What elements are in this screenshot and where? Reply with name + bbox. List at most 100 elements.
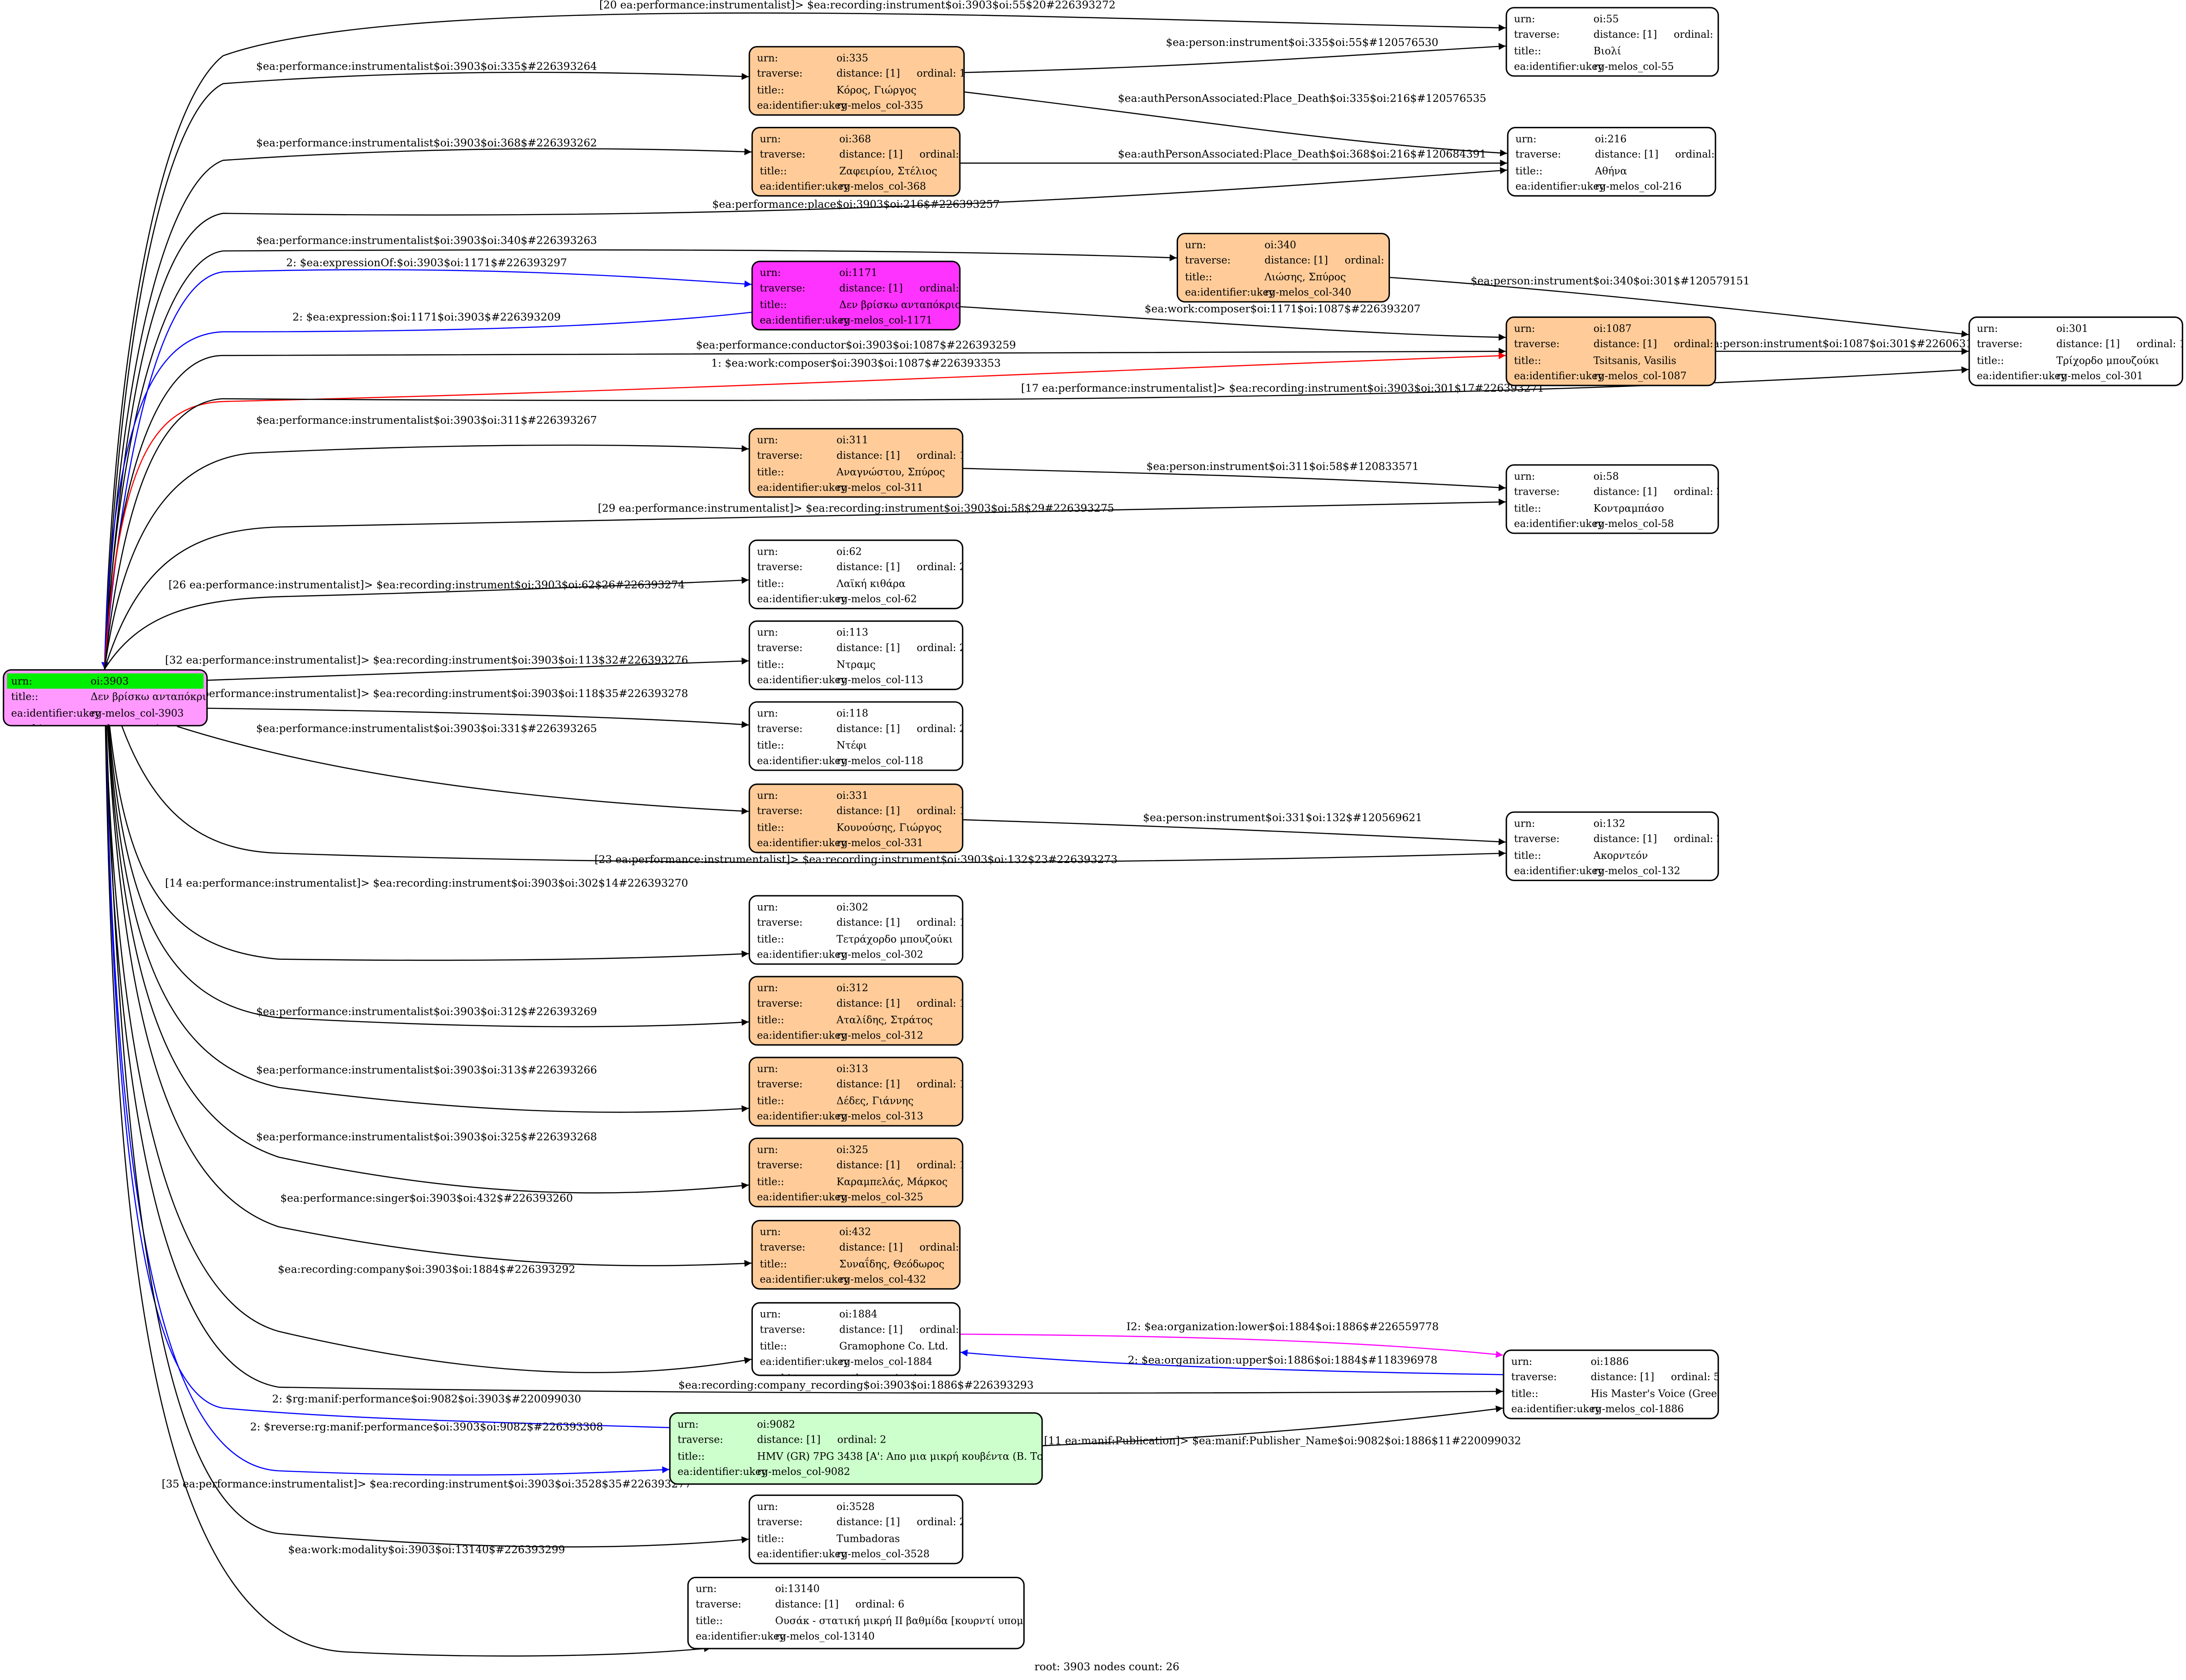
node-key: ea:obj-type: xyxy=(1511,1417,1591,1418)
node-ordinal: ordinal: 3 xyxy=(1674,338,1715,351)
node-ordinal: ordinal: 12 xyxy=(917,805,962,818)
node-value: Ζαφειρίου, Στέλιος xyxy=(839,164,938,177)
node-value: distance: [1]ordinal: 4 xyxy=(839,1322,959,1338)
node-row-urn: urn:oi:55 xyxy=(1510,11,1715,27)
node-key: traverse: xyxy=(1185,254,1231,267)
edge-label: $ea:performance:instrumentalist$oi:3903$… xyxy=(256,235,597,247)
node-key: title:: xyxy=(757,932,784,945)
edge-label: $ea:recording:company$oi:3903$oi:1884$#2… xyxy=(278,1264,575,1276)
node-row-title: title::HMV (GR) 7PG 3438 [Α': Απο μια μι… xyxy=(673,1448,1041,1464)
node-ordinal: ordinal: 19 xyxy=(1674,28,1717,41)
node-value: Κόρος, Γιώργος xyxy=(836,83,917,96)
node-value: distance: [1]ordinal: 15 xyxy=(837,1158,962,1173)
node-value: rg-melos_col-3528 xyxy=(836,1548,930,1560)
edge-line xyxy=(104,669,752,1267)
node-value: distance: [1]ordinal: 8 xyxy=(839,147,959,163)
node-key: ea:identifier:ukey xyxy=(1977,370,2066,382)
node-key: ea:identifier:ukey xyxy=(757,673,847,687)
edge-label: $ea:person:instrument$oi:311$oi:58$#1208… xyxy=(1146,460,1419,472)
edge-line xyxy=(205,657,749,681)
edge-line xyxy=(104,669,752,1374)
node-key: traverse: xyxy=(1977,338,2023,351)
node-row-urn: urn:oi:1087 xyxy=(1510,321,1712,336)
node-key: title:: xyxy=(757,83,784,96)
node-key: traverse: xyxy=(1514,486,1560,498)
node-row-title: title::Κουνούσης, Γιώργος xyxy=(753,819,959,835)
node-value: rg-melos_col-368 xyxy=(839,180,926,193)
node-value: oi:3528 xyxy=(836,1500,875,1513)
node-key: urn: xyxy=(760,266,781,279)
node-value: auth-concept xyxy=(1594,75,1711,76)
node-row-objtype: ea:obj-type:auth-person xyxy=(1510,384,1712,385)
node-value: distance: [1]ordinal: 25 xyxy=(837,721,962,737)
node-key: urn: xyxy=(757,51,778,65)
edge-label: 2: $ea:expression:$oi:1171$oi:3903$#2263… xyxy=(292,311,561,323)
node-value: oi:58 xyxy=(1593,470,1619,482)
node-value: auth-person xyxy=(837,496,955,497)
edge-line xyxy=(104,669,749,1194)
node-key: title:: xyxy=(760,1339,787,1352)
node-row-urn: urn:oi:335 xyxy=(753,50,961,66)
edge-label: $ea:performance:instrumentalist$oi:3903$… xyxy=(256,1064,597,1076)
node-row-traverse: traverse:distance: [1]ordinal: 13 xyxy=(753,1077,962,1093)
node-key: ea:obj-type: xyxy=(757,851,837,852)
edge-label: $ea:performance:instrumentalist$oi:3903$… xyxy=(256,1131,597,1143)
edge-line xyxy=(104,669,711,1657)
node-key: ea:obj-type: xyxy=(757,1043,837,1044)
node-row-urn: urn:oi:62 xyxy=(753,544,959,560)
node-value: oi:331 xyxy=(836,789,868,802)
node-key: title:: xyxy=(757,1094,784,1107)
edge-line xyxy=(104,269,752,669)
node-value: Καραμπελάς, Μάρκος xyxy=(836,1175,948,1188)
node-key: urn: xyxy=(1514,322,1535,335)
node-row-objtype: ea:obj-type:auth-person xyxy=(753,1124,959,1125)
node-value: oi:302 xyxy=(836,900,868,913)
node-value: distance: [1]ordinal: 5 xyxy=(1591,1369,1718,1385)
node-key: ea:identifier:ukey xyxy=(677,1465,767,1478)
node-row-title: title::Δέδες, Γιάννης xyxy=(753,1093,959,1108)
node-ordinal: ordinal: 10 xyxy=(1344,254,1389,267)
node-value: auth-concept xyxy=(1594,532,1711,534)
node-distance: distance: [1] xyxy=(1593,832,1657,846)
node-key: ea:obj-type: xyxy=(696,1645,775,1648)
node-value: auth-concept xyxy=(837,607,955,608)
node-key: ea:identifier:ukey xyxy=(760,1355,849,1368)
node-key: ea:obj-type: xyxy=(1185,301,1264,302)
node-ordinal: ordinal: 17 xyxy=(917,916,962,929)
node-value: Αναγνώστου, Σπύρος xyxy=(836,465,945,478)
node-value: distance: [1]ordinal: 14 xyxy=(837,448,962,464)
node-distance: distance: [1] xyxy=(2056,338,2120,351)
node-key: traverse: xyxy=(757,1159,803,1172)
